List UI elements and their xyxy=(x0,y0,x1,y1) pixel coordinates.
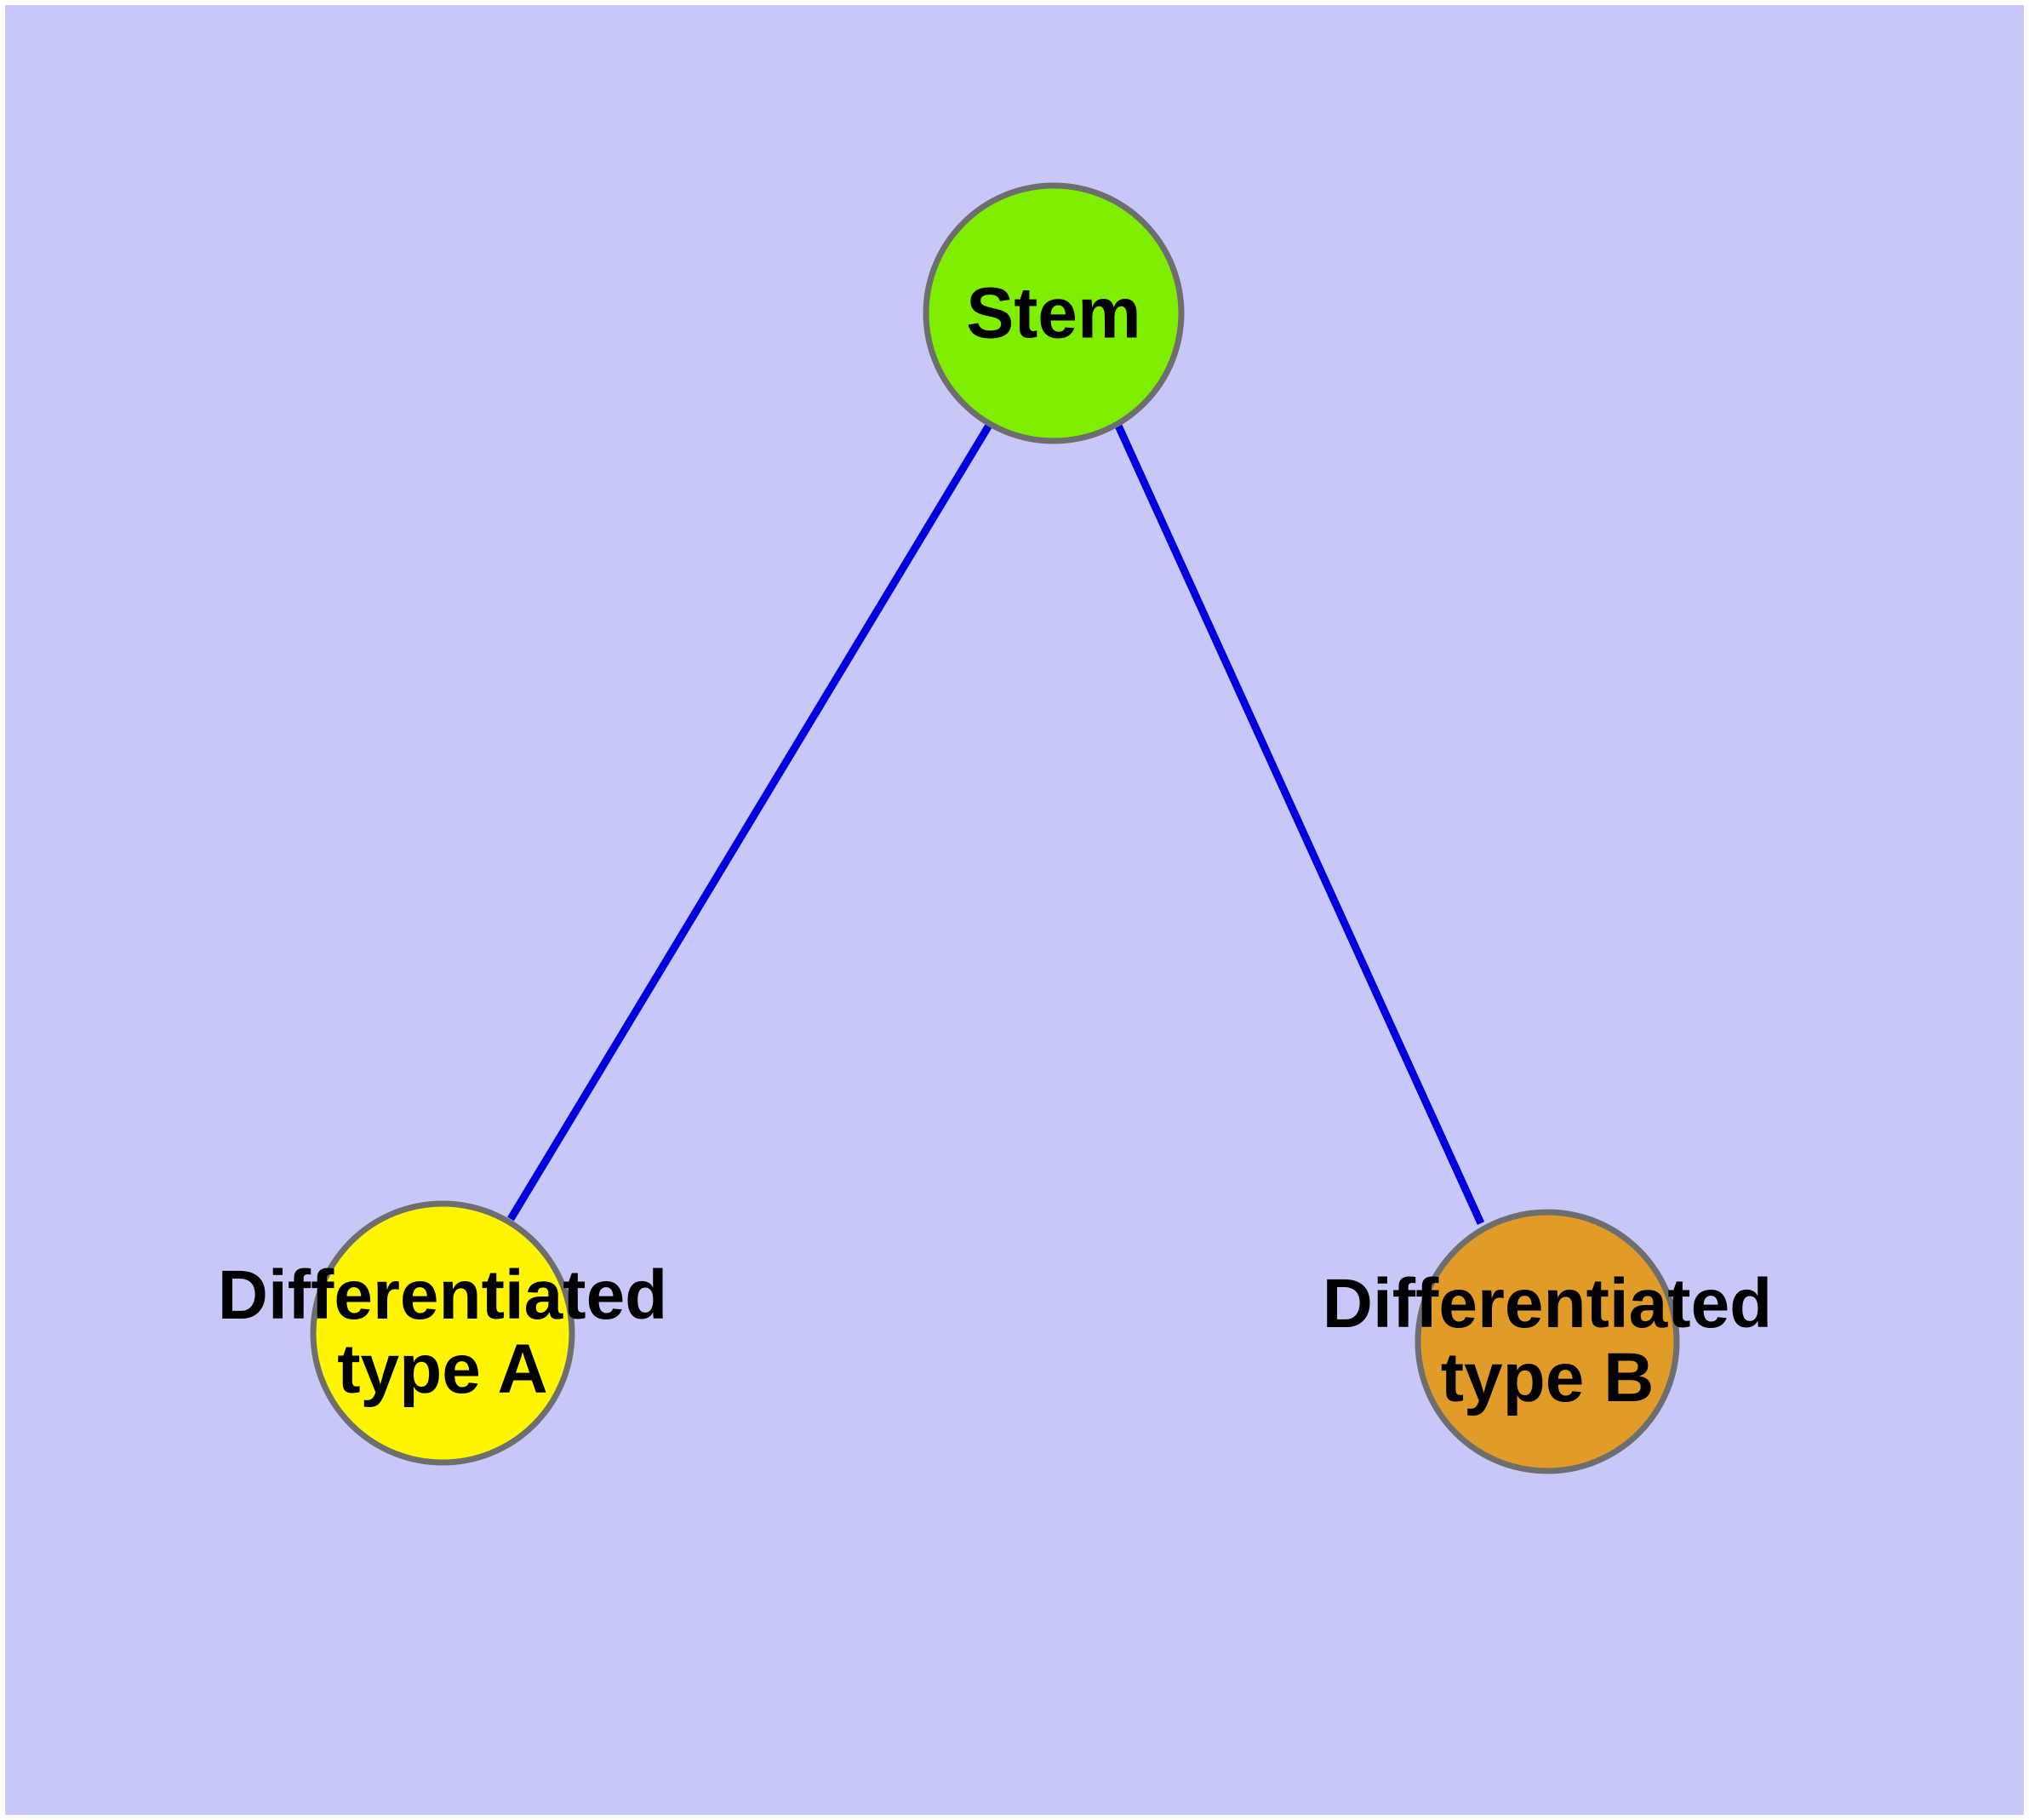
graph-edge-stem-to-diff_a[interactable] xyxy=(507,421,993,1222)
graph-node-diff_b[interactable] xyxy=(1415,1209,1680,1474)
edge-layer xyxy=(507,421,1485,1225)
graph-node-diff_a[interactable] xyxy=(310,1200,575,1466)
graph-edge-stem-to-diff_b[interactable] xyxy=(1114,424,1485,1225)
node-layer xyxy=(310,182,1680,1474)
graph-node-stem[interactable] xyxy=(923,182,1185,444)
